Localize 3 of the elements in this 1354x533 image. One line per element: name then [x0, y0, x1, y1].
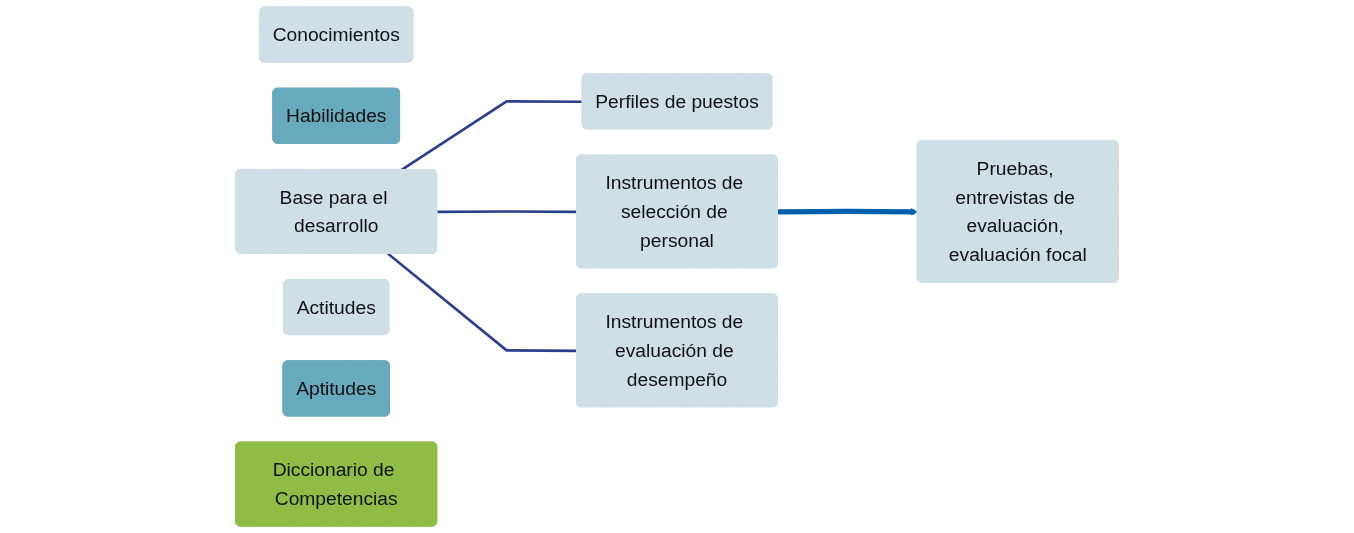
connector	[437, 210, 577, 214]
connector	[387, 252, 577, 353]
arrow	[777, 208, 919, 216]
